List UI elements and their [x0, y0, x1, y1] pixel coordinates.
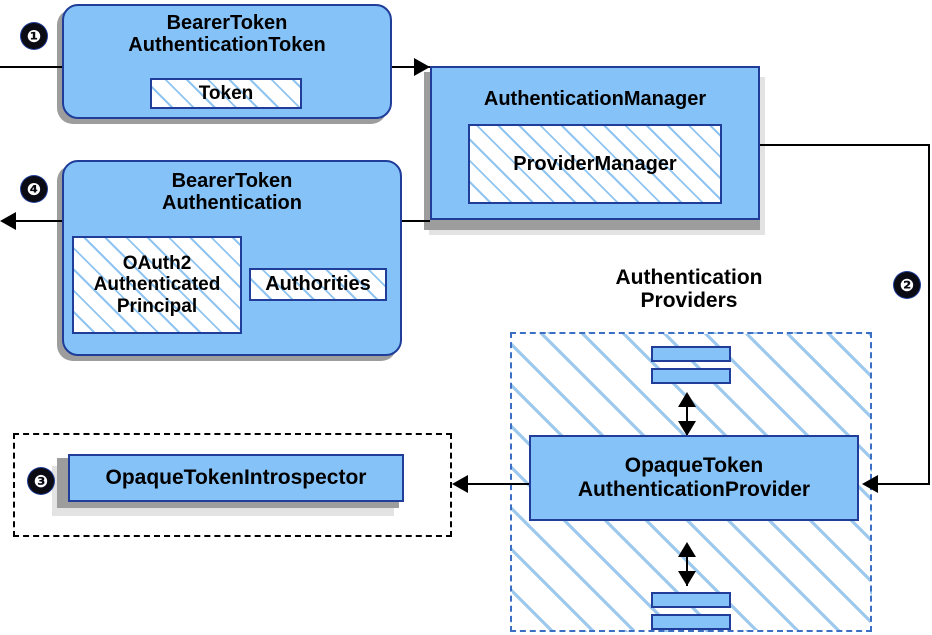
opaque-token-authentication-provider-label: OpaqueToken AuthenticationProvider	[577, 454, 811, 501]
provider-stub-bottom-1	[651, 592, 731, 608]
step-marker-3: ❸	[28, 468, 54, 494]
arrowhead-down-top-stub	[678, 421, 696, 436]
bearer-token-authentication-label: BearerToken Authentication	[162, 170, 302, 215]
opaque-token-authentication-provider-node[interactable]: OpaqueToken AuthenticationProvider	[529, 435, 859, 521]
arrowhead-into-introspector-group	[452, 475, 468, 493]
token-inner-box[interactable]: Token	[150, 78, 302, 109]
step-marker-4: ❹	[21, 176, 47, 202]
arrowhead-down-bottom-stub	[678, 571, 696, 586]
oauth2-authenticated-principal-box[interactable]: OAuth2 Authenticated Principal	[72, 236, 242, 334]
authentication-providers-title: Authentication Providers	[615, 266, 763, 313]
provider-stub-top-1	[651, 346, 731, 362]
provider-manager-inner-box[interactable]: ProviderManager	[468, 124, 722, 204]
connector-provider-to-introspector	[468, 483, 530, 485]
provider-manager-inner-label: ProviderManager	[513, 152, 677, 175]
connector-top-stub-to-provider	[686, 396, 688, 436]
arrowhead-into-authentication-manager	[414, 58, 430, 76]
introspector-group-box	[13, 433, 452, 537]
arrowhead-up-top-stub	[678, 392, 696, 407]
connector-step2-top	[760, 144, 930, 146]
authorities-label: Authorities	[265, 273, 371, 296]
token-inner-label: Token	[198, 82, 254, 104]
connector-provider-to-bottom-stub	[686, 546, 688, 586]
authentication-manager-label: AuthenticationManager	[483, 88, 707, 110]
oauth2-authenticated-principal-label: OAuth2 Authenticated Principal	[93, 253, 221, 317]
authorities-box[interactable]: Authorities	[249, 268, 387, 301]
provider-stub-top-2	[651, 368, 731, 384]
opaque-token-introspector-label: OpaqueTokenIntrospector	[105, 466, 367, 490]
bearer-token-authentication-token-label: BearerToken AuthenticationToken	[128, 12, 326, 57]
arrowhead-up-bottom-stub	[678, 542, 696, 557]
opaque-token-introspector-node[interactable]: OpaqueTokenIntrospector	[68, 454, 404, 502]
step-marker-1: ❶	[21, 23, 47, 49]
step-marker-2: ❷	[894, 272, 920, 298]
arrowhead-authentication-out	[0, 212, 16, 230]
arrowhead-into-opaque-token-provider	[862, 475, 878, 493]
connector-step2-bottom	[878, 483, 930, 485]
connector-step2-right	[928, 144, 930, 484]
provider-stub-bottom-2	[651, 614, 731, 630]
